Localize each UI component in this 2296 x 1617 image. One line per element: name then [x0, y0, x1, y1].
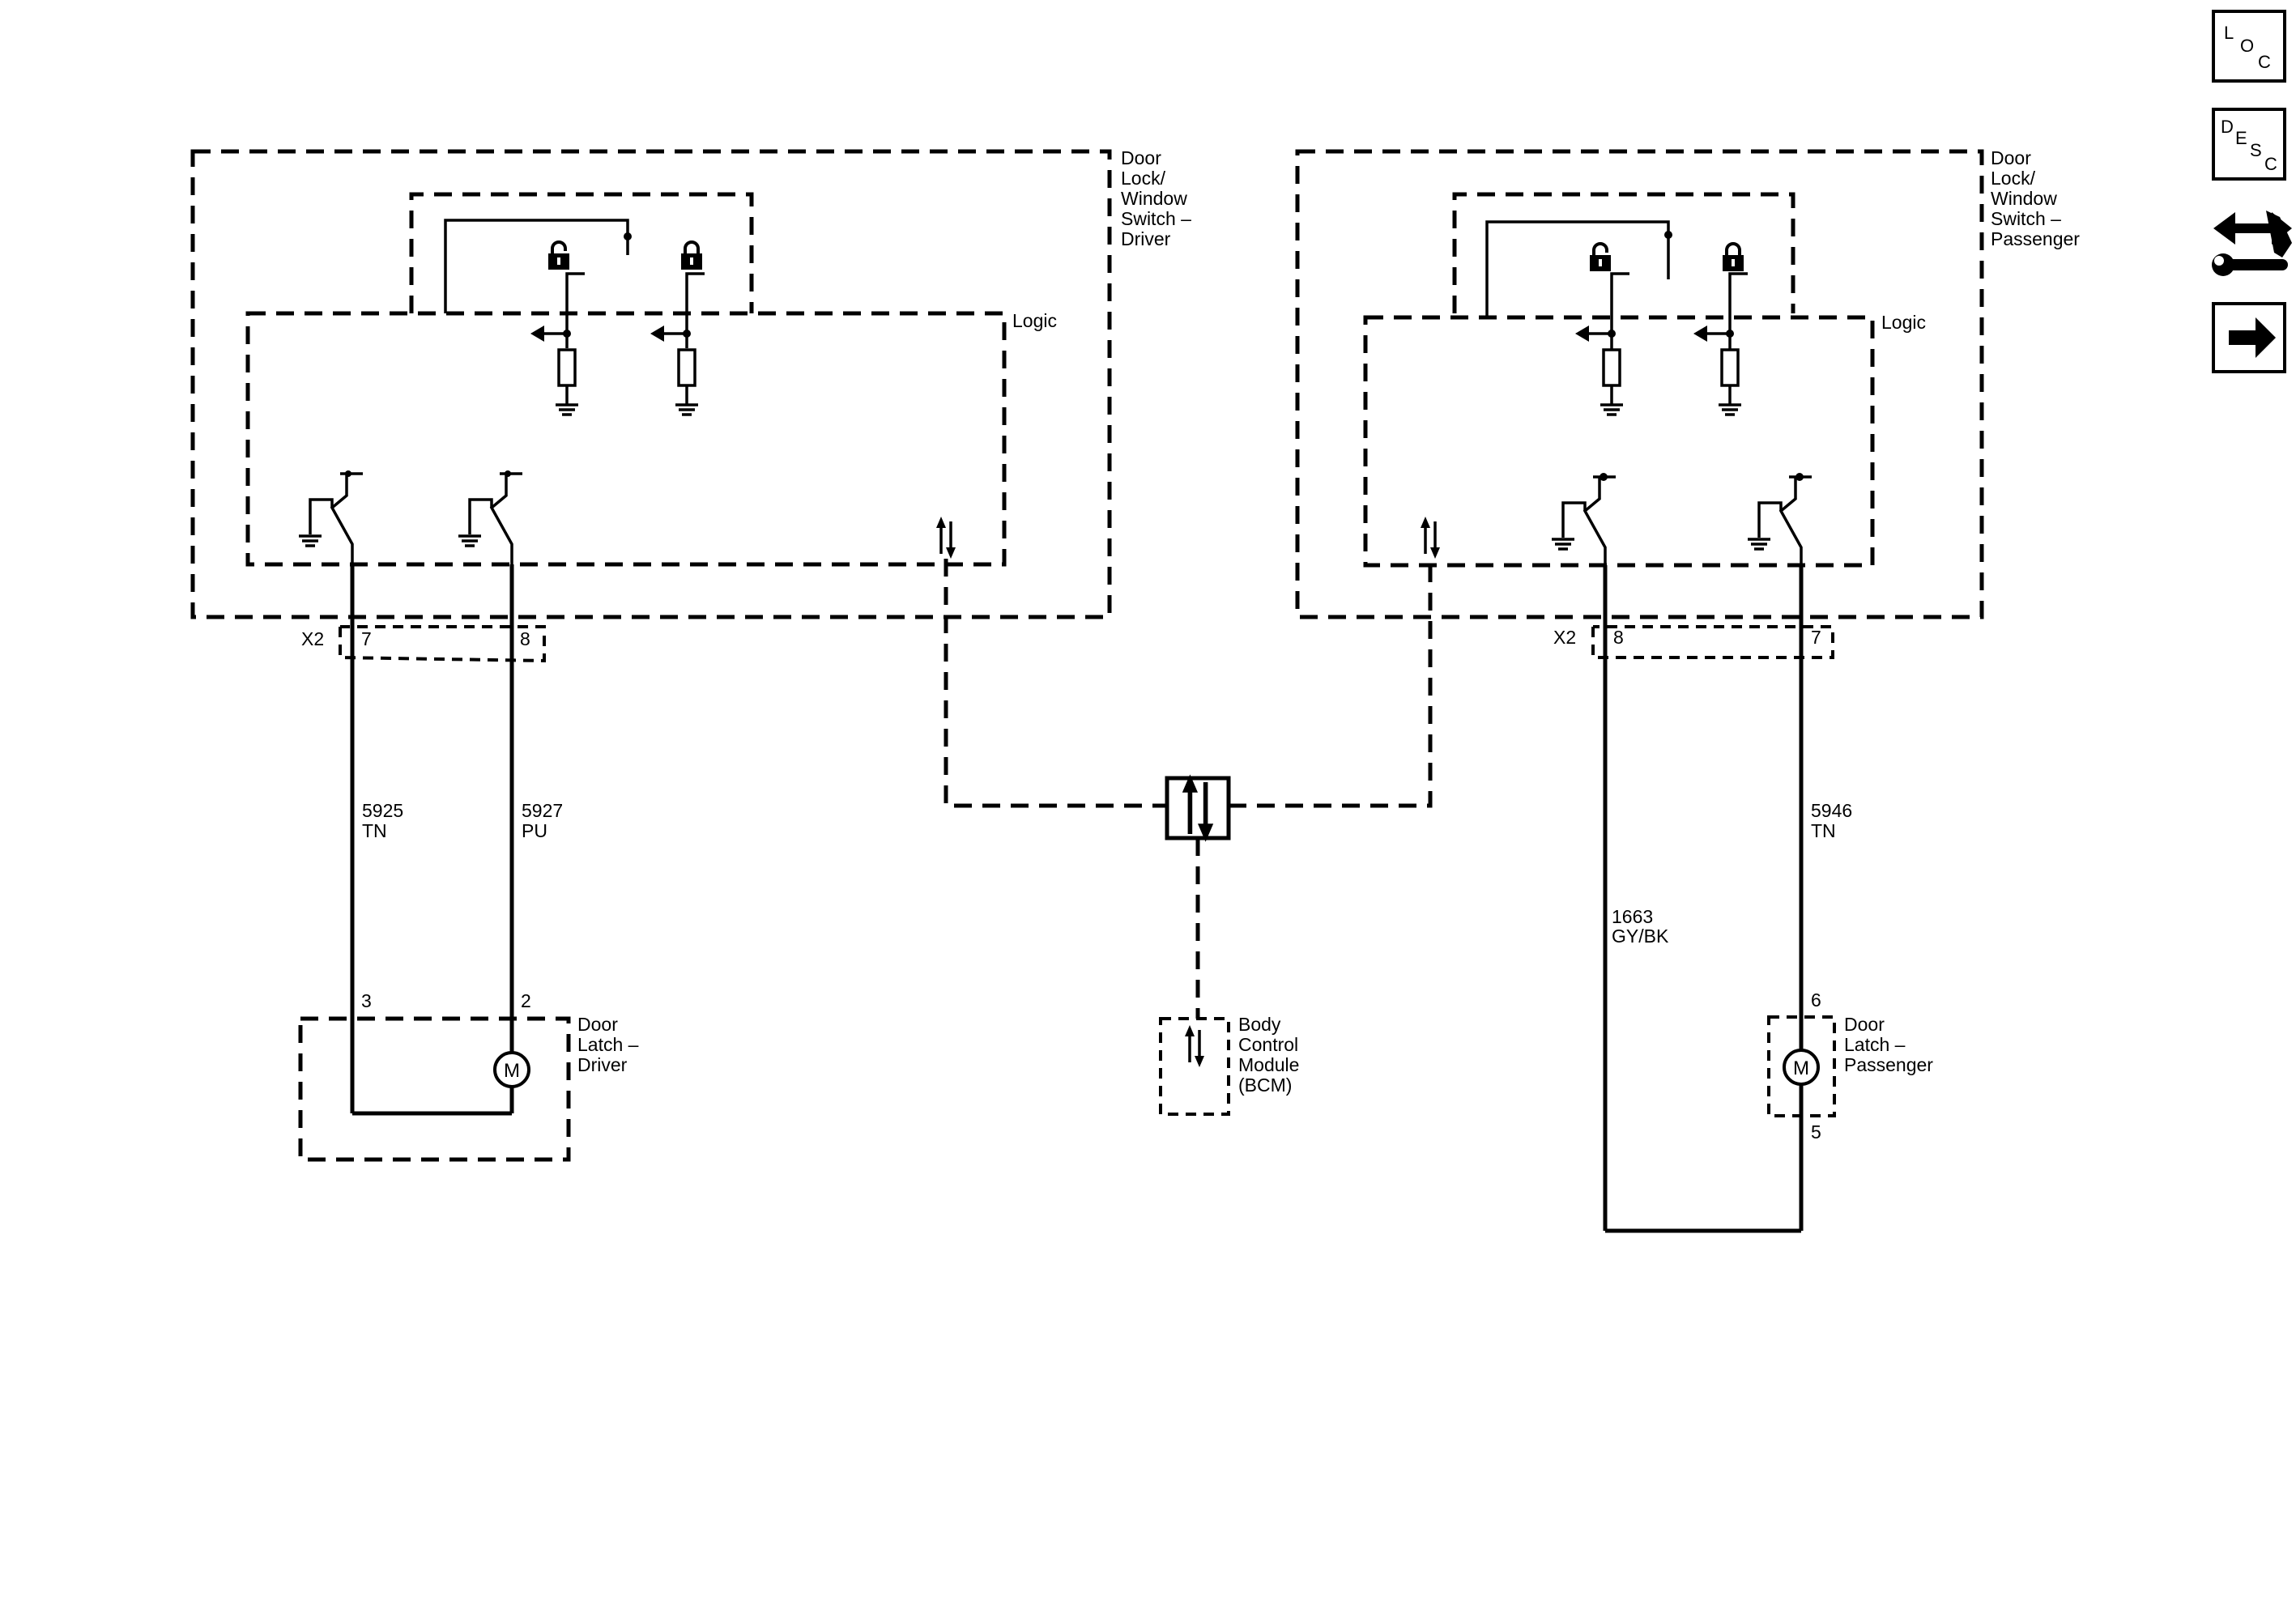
bcm-title-2: Control — [1238, 1034, 1298, 1055]
passenger-switch-module: Door Lock/ Window Switch – Passenger Log… — [1295, 147, 2080, 619]
body-control-module: Body Control Module (BCM) — [1159, 1014, 1299, 1116]
bcm-serial-data-icon — [1183, 1023, 1206, 1069]
loc-button[interactable]: L O C — [2212, 10, 2286, 83]
loc-letter-o: O — [2240, 36, 2254, 56]
unlock-icon — [547, 240, 571, 271]
lock-icon — [679, 240, 704, 271]
passenger-switch-title-1: Door — [1991, 147, 2031, 168]
splice-pack — [1165, 776, 1231, 840]
wire-1663-circuit: 1663 — [1612, 906, 1653, 927]
loc-letter-l: L — [2224, 23, 2234, 43]
driver-x2-connector: X2 7 8 — [301, 625, 546, 663]
wire-5927-color: PU — [522, 820, 547, 841]
driver-logic-label: Logic — [1012, 310, 1057, 331]
passenger-pin-7: 7 — [1811, 627, 1821, 648]
driver-pin-8: 8 — [520, 628, 530, 649]
passenger-latch-pin-6: 6 — [1811, 989, 1821, 1011]
desc-letter-e: E — [2235, 128, 2247, 148]
bcm-title-4: (BCM) — [1238, 1074, 1292, 1096]
bcm-title-1: Body — [1238, 1014, 1281, 1035]
wire-5946-color: TN — [1811, 820, 1836, 841]
wire-5946-circuit: 5946 — [1811, 800, 1852, 821]
wire-5927-circuit: 5927 — [522, 800, 563, 821]
passenger-latch-title-2: Latch – — [1844, 1034, 1906, 1055]
passenger-latch-pin-5: 5 — [1811, 1121, 1821, 1143]
desc-letter-d: D — [2221, 117, 2234, 137]
right-arrow-icon — [2229, 317, 2276, 358]
driver-serial-data-icon — [935, 515, 957, 560]
desc-letter-s: S — [2250, 140, 2262, 160]
driver-switch-title-2: Lock/ — [1121, 168, 1166, 189]
desc-button[interactable]: D E S C — [2212, 108, 2286, 181]
passenger-latch-motor-label: M — [1793, 1057, 1809, 1079]
passenger-switch-title-2: Lock/ — [1991, 168, 2036, 189]
driver-latch-motor-icon — [493, 1051, 530, 1088]
driver-latch-motor-label: M — [504, 1060, 520, 1082]
passenger-switch-title-5: Passenger — [1991, 228, 2080, 249]
driver-latch-pin-3: 3 — [361, 990, 372, 1011]
unlock-icon — [1588, 242, 1612, 273]
passenger-switch-title-4: Switch – — [1991, 208, 2061, 229]
driver-switch-title-3: Window — [1121, 188, 1187, 209]
driver-latch-pin-2: 2 — [521, 990, 531, 1011]
desc-letter-c: C — [2264, 154, 2277, 174]
loc-letter-c: C — [2258, 52, 2271, 72]
passenger-x2-label: X2 — [1553, 627, 1576, 648]
passenger-pin-8: 8 — [1613, 627, 1624, 648]
connector-wrench-icon[interactable] — [2212, 211, 2292, 276]
driver-x2-label: X2 — [301, 628, 324, 649]
serial-data-bus — [944, 559, 1433, 1019]
driver-switch-title-5: Driver — [1121, 228, 1171, 249]
passenger-wires: 1663 GY/BK 5946 TN — [1603, 565, 1852, 1233]
driver-pin-7: 7 — [361, 628, 372, 649]
passenger-latch-motor-icon — [1783, 1049, 1820, 1086]
bcm-title-3: Module — [1238, 1054, 1299, 1075]
driver-wires: 5925 TN 5927 PU — [350, 564, 563, 1116]
wire-5925-circuit: 5925 — [362, 800, 403, 821]
passenger-x2-connector: X2 8 7 — [1553, 625, 1834, 659]
passenger-switch-title-3: Window — [1991, 188, 2057, 209]
driver-door-latch: 3 2 M Door Latch – Driver — [298, 990, 639, 1162]
driver-latch-title-2: Latch – — [577, 1034, 639, 1055]
driver-switch-title-4: Switch – — [1121, 208, 1191, 229]
passenger-door-latch: 6 5 M Door Latch – Passenger — [1767, 989, 1933, 1143]
passenger-logic-label: Logic — [1881, 312, 1926, 333]
wire-1663-color: GY/BK — [1612, 926, 1669, 947]
wire-5925-color: TN — [362, 820, 387, 841]
driver-switch-module: Door Lock/ Window Switch – Driver Logic — [190, 147, 1191, 619]
lock-icon — [1721, 242, 1745, 273]
driver-latch-title-1: Door — [577, 1014, 618, 1035]
driver-switch-title-1: Door — [1121, 147, 1161, 168]
next-arrow-button[interactable] — [2212, 302, 2286, 373]
passenger-serial-data-icon — [1419, 515, 1442, 560]
passenger-latch-title-1: Door — [1844, 1014, 1885, 1035]
passenger-latch-title-3: Passenger — [1844, 1054, 1933, 1075]
driver-latch-title-3: Driver — [577, 1054, 628, 1075]
